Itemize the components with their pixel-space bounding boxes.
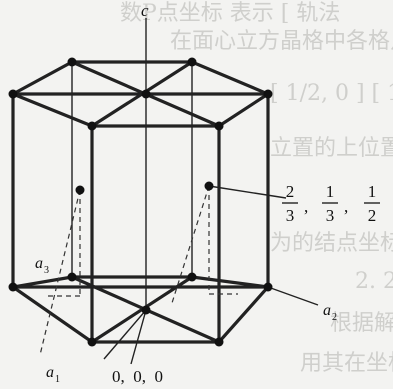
c-axis-label: c [141, 1, 149, 20]
bg-text-line: 用其在坐标轴上的截距来表示。 [300, 351, 393, 376]
face-center-atom [141, 89, 151, 99]
fraction-comma: , [344, 197, 348, 216]
bg-text-line: 根据解析几何， 空间中 [330, 311, 393, 336]
a2-axis-subscript: 2 [332, 312, 337, 323]
a1-axis-subscript: 1 [55, 374, 60, 385]
corner-atom [67, 57, 77, 67]
corner-atom [263, 282, 273, 292]
a3-axis-label: a [35, 255, 43, 272]
bg-text-line: 在面心立方晶格中各格点坐标 [170, 29, 393, 54]
corner-atom [87, 337, 97, 347]
fraction-numerator: 1 [368, 182, 377, 201]
corner-atom [187, 57, 197, 67]
bg-text-line: [ 1/2, 0 ] [ 1/2, 1/2 ] [ ] [270, 81, 393, 106]
fraction-numerator: 1 [326, 182, 335, 201]
a2-axis-line [267, 286, 319, 306]
origin-atom [141, 305, 151, 315]
corner-atom [87, 121, 97, 131]
fractional-coordinates-label: 2 3 , 1 3 , 1 2 [282, 182, 380, 225]
corner-atom [214, 337, 224, 347]
bg-text-line: 为的结点坐标 [ 2, 1/3 ] 点 [270, 231, 393, 256]
corner-atom [263, 89, 273, 99]
interior-atom [75, 185, 85, 195]
origin-coordinates-label: 0, 0, 0 [112, 367, 163, 386]
lattice-atoms [8, 57, 273, 347]
bg-text-line: 2. 2. 2 晶面指数 [355, 269, 393, 294]
corner-atom [67, 272, 77, 282]
a1-axis-line [103, 309, 147, 360]
bg-text-line: 立置的上位置参数，而在格排 [270, 136, 393, 161]
a3-axis-subscript: 3 [44, 265, 49, 276]
fraction-numerator: 2 [286, 182, 295, 201]
fraction-denominator: 3 [286, 206, 295, 225]
fraction-comma: , [304, 197, 308, 216]
corner-atom [187, 272, 197, 282]
origin-leader-line [130, 309, 147, 365]
a2-axis-label: a [323, 302, 331, 319]
interior-atom [204, 181, 214, 191]
background-page-text: 数P点坐标 表示 [ 轨法 在面心立方晶格中各格点坐标 [ 1/2, 0 ] [… [120, 1, 393, 376]
bg-text-line: 数P点坐标 表示 [ 轨法 [120, 1, 340, 26]
dashed-projection-line [171, 185, 210, 304]
corner-atom [214, 121, 224, 131]
dashed-projection-line [39, 189, 81, 356]
corner-atom [8, 89, 18, 99]
corner-atom [8, 282, 18, 292]
fraction-denominator: 3 [326, 206, 335, 225]
a1-axis-label: a [46, 364, 54, 381]
fraction-leader-line [208, 185, 287, 199]
fraction-denominator: 2 [368, 206, 377, 225]
